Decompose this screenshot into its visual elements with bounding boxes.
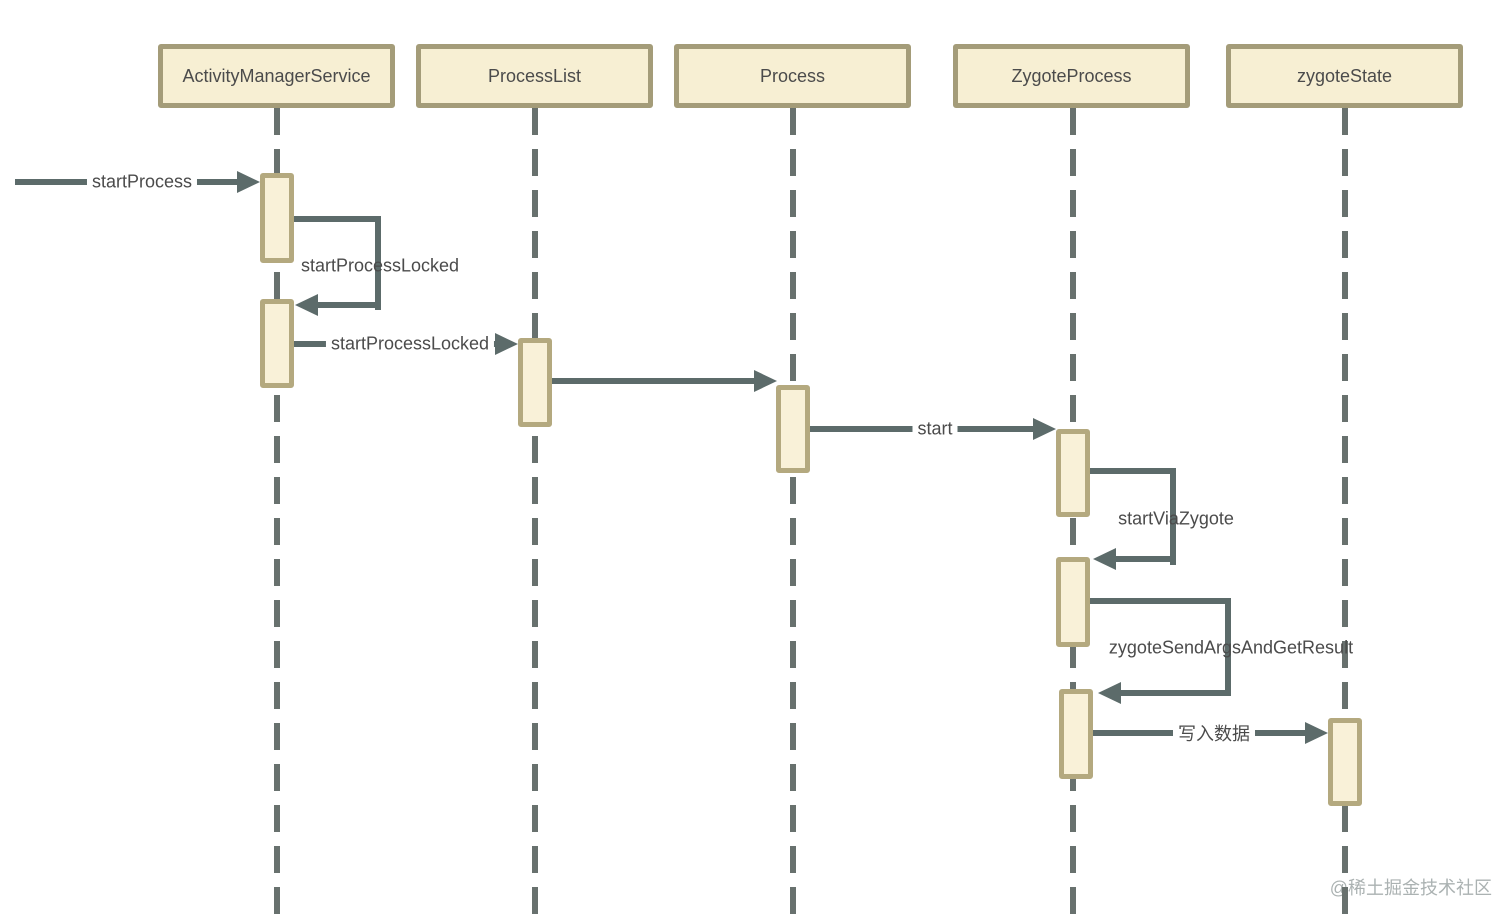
arrowhead-right-icon (495, 333, 518, 355)
participant-process: Process (674, 44, 911, 108)
message-label-startprocesslocked: startProcessLocked (325, 333, 495, 355)
message-line-processlist-to-process (552, 378, 755, 384)
activation-processlist (518, 338, 552, 427)
participant-label: ProcessList (487, 65, 582, 86)
selfcall-top-startviazygote (1090, 468, 1176, 474)
lifeline-zygotestate (1342, 108, 1348, 916)
lifeline-processlist (532, 108, 538, 916)
message-label-startviazygote: startViaZygote (1118, 508, 1234, 529)
arrowhead-right-icon (1305, 722, 1328, 744)
selfcall-bottom-startviazygote (1116, 556, 1176, 562)
activation-ams-2 (260, 299, 294, 388)
arrowhead-left-icon (295, 294, 318, 316)
selfcall-side-zygotesendargs (1225, 598, 1231, 696)
watermark: @稀土掘金技术社区 (1329, 878, 1492, 898)
participant-label: ActivityManagerService (182, 65, 371, 86)
arrowhead-left-icon (1098, 682, 1121, 704)
activation-process (776, 385, 810, 473)
message-label-startprocess: startProcess (86, 171, 198, 193)
activation-zygote-3 (1059, 689, 1093, 779)
participant-activitymanagerservice: ActivityManagerService (158, 44, 395, 108)
participant-zygoteprocess: ZygoteProcess (953, 44, 1190, 108)
arrowhead-right-icon (754, 370, 777, 392)
selfcall-side-startprocesslocked (375, 216, 381, 310)
selfcall-top-zygotesendargs (1090, 598, 1231, 604)
participant-label: zygoteState (1296, 65, 1393, 86)
message-label-zygotesendargs: zygoteSendArgsAndGetResult (1108, 637, 1354, 658)
selfcall-bottom-startprocesslocked (318, 302, 381, 308)
arrowhead-right-icon (1033, 418, 1056, 440)
participant-processlist: ProcessList (416, 44, 653, 108)
activation-zygotestate (1328, 718, 1362, 806)
lifeline-activitymanagerservice (274, 108, 280, 916)
selfcall-bottom-zygotesendargs (1121, 690, 1231, 696)
message-label-writedata: 写入数据 (1173, 720, 1255, 746)
message-label-start: start (912, 418, 958, 440)
participant-label: Process (759, 65, 826, 86)
selfcall-side-startviazygote (1170, 468, 1176, 565)
activation-zygote-1 (1056, 429, 1090, 517)
arrowhead-right-icon (237, 171, 260, 193)
activation-zygote-2 (1056, 557, 1090, 647)
participant-label: ZygoteProcess (1011, 65, 1132, 86)
participant-zygotestate: zygoteState (1226, 44, 1463, 108)
message-label-startprocesslocked-self: startProcessLocked (300, 255, 460, 276)
lifeline-process (790, 108, 796, 916)
activation-ams-1 (260, 173, 294, 263)
arrowhead-left-icon (1093, 548, 1116, 570)
selfcall-top-startprocesslocked (294, 216, 381, 222)
